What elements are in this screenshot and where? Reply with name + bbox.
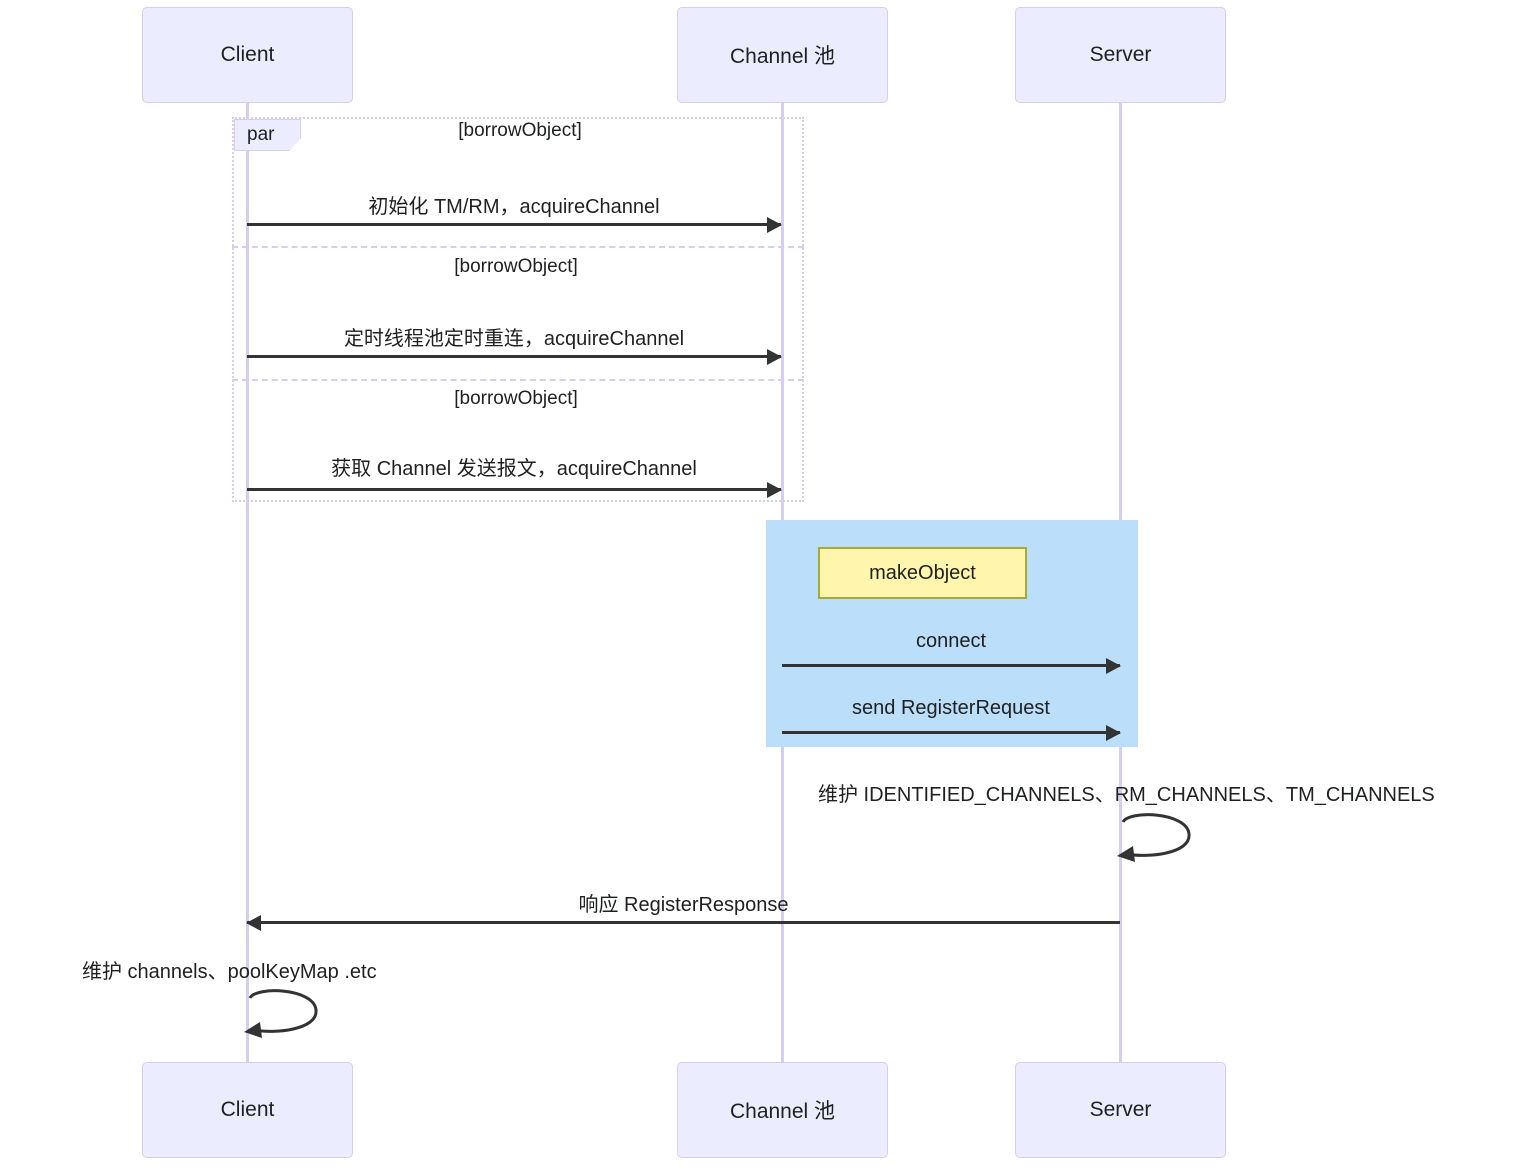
participant-channel-top[interactable]: Channel 池	[677, 7, 888, 103]
participant-label: Server	[1089, 43, 1152, 66]
fragment-condition-2: [borrowObject]	[454, 256, 578, 277]
participant-client-bottom[interactable]: Client	[142, 1062, 353, 1158]
message-arrow-m1	[247, 223, 781, 226]
fragment-condition-3: [borrowObject]	[454, 388, 578, 409]
participant-label: Server	[1089, 1098, 1152, 1121]
note-label: makeObject	[869, 561, 976, 584]
lifeline-client	[246, 96, 249, 1063]
participant-client-top[interactable]: Client	[142, 7, 353, 103]
message-label-m4: connect	[915, 630, 987, 652]
message-label-m8: 维护 channels、poolKeyMap .etc	[82, 961, 377, 983]
self-loop-server	[1117, 813, 1191, 862]
message-label-m1: 初始化 TM/RM，acquireChannel	[368, 196, 660, 218]
fragment-condition-1: [borrowObject]	[458, 120, 582, 141]
self-loop-client	[244, 989, 318, 1038]
participant-label: Channel 池	[729, 45, 836, 68]
participant-server-top[interactable]: Server	[1015, 7, 1226, 103]
note-makeobject: makeObject	[818, 547, 1027, 599]
message-arrow-m5	[782, 731, 1120, 734]
message-label-m3: 获取 Channel 发送报文，acquireChannel	[331, 458, 697, 480]
participant-channel-bottom[interactable]: Channel 池	[677, 1062, 888, 1158]
message-arrow-m7	[247, 921, 1120, 924]
fragment-divider-1	[232, 246, 804, 248]
message-arrow-m3	[247, 488, 781, 491]
fragment-par	[232, 117, 804, 502]
message-label-m7: 响应 RegisterResponse	[578, 894, 789, 916]
participant-label: Client	[220, 43, 275, 66]
message-arrow-m2	[247, 355, 781, 358]
message-label-m6: 维护 IDENTIFIED_CHANNELS、RM_CHANNELS、TM_CH…	[818, 784, 1435, 806]
fragment-divider-2	[232, 379, 804, 381]
participant-server-bottom[interactable]: Server	[1015, 1062, 1226, 1158]
message-arrow-m4	[782, 664, 1120, 667]
participant-label: Client	[220, 1098, 275, 1121]
participant-label: Channel 池	[729, 1100, 836, 1123]
message-label-m2: 定时线程池定时重连，acquireChannel	[343, 328, 685, 350]
message-label-m5: send RegisterRequest	[852, 697, 1050, 719]
fragment-par-label: par	[234, 119, 302, 151]
fragment-kind-label: par	[247, 124, 275, 145]
